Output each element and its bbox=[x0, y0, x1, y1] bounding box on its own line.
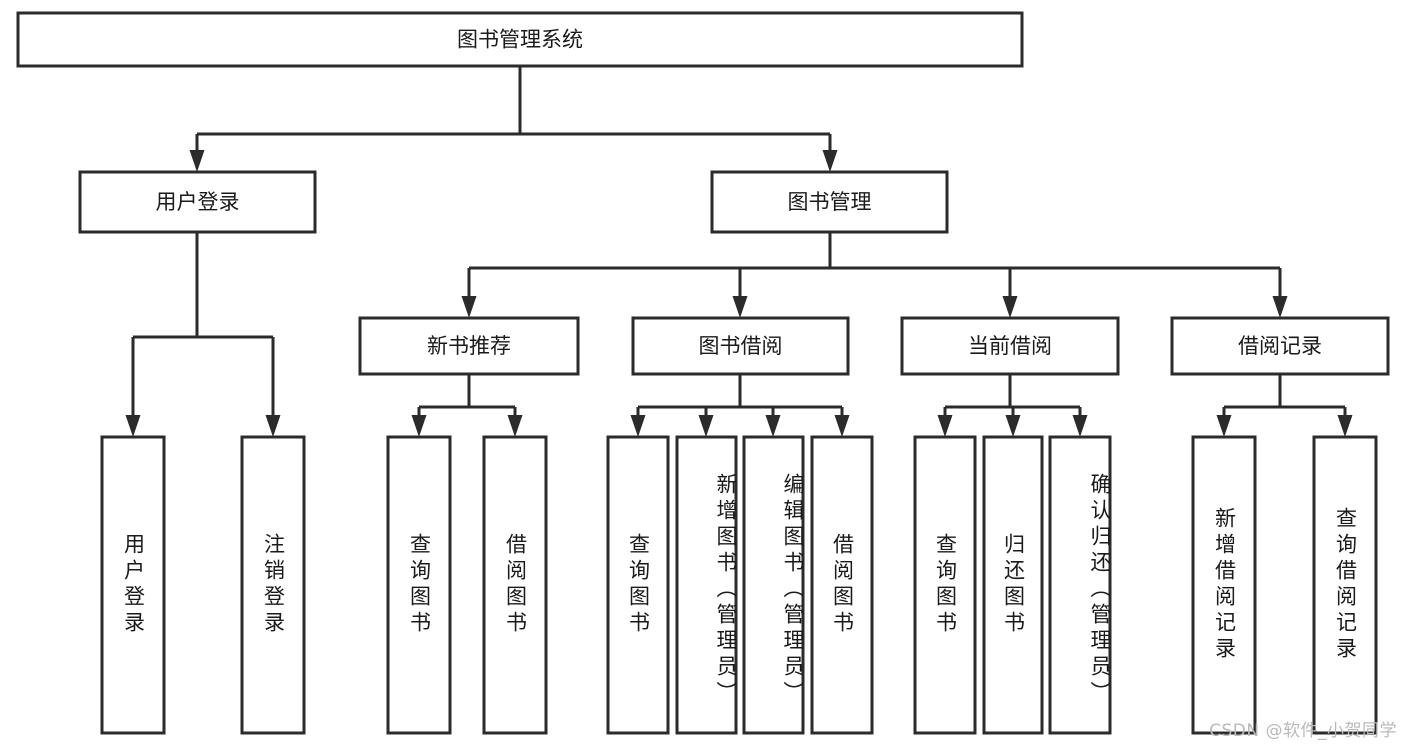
node-new-book-recommend[interactable]: 新书推荐 bbox=[358, 316, 580, 376]
current-borrow-drop-0-arrowhead bbox=[937, 415, 953, 437]
node-leaf-confirm-return-admin[interactable]: 确认归还（管理员） bbox=[1048, 435, 1112, 735]
node-leaf-edit-book-admin-label-wrap: 编辑图书（管理员） bbox=[781, 473, 803, 707]
book-manage-drop-1-arrowhead bbox=[732, 296, 748, 318]
node-leaf-return-book[interactable]: 归还图书 bbox=[982, 435, 1044, 735]
node-leaf-query-book-2-label: 查询图书 bbox=[626, 533, 651, 637]
node-leaf-user-login[interactable]: 用户登录 bbox=[100, 435, 166, 735]
new-book-recommend-drop-1-arrowhead bbox=[507, 415, 523, 437]
node-leaf-edit-book-admin[interactable]: 编辑图书（管理员） bbox=[742, 435, 805, 735]
node-leaf-borrow-book-2-label: 借阅图书 bbox=[830, 533, 855, 637]
book-borrow-drop-3-arrowhead bbox=[834, 415, 850, 437]
new-book-recommend-drop-0-arrowhead bbox=[411, 415, 427, 437]
book-borrow-drop-2-arrowhead bbox=[765, 415, 781, 437]
node-leaf-user-login-label-wrap: 用户登录 bbox=[121, 533, 146, 637]
node-leaf-query-borrow-record-rect[interactable] bbox=[1312, 435, 1378, 735]
node-new-book-recommend-label: 新书推荐 bbox=[427, 334, 511, 358]
node-root-rect[interactable] bbox=[16, 11, 1024, 68]
node-leaf-return-book-rect[interactable] bbox=[982, 435, 1044, 735]
connectors-layer bbox=[125, 66, 1353, 437]
node-borrow-record-rect[interactable] bbox=[1170, 316, 1390, 376]
node-leaf-edit-book-admin-rect[interactable] bbox=[742, 435, 805, 735]
node-leaf-query-borrow-record-label-wrap: 查询借阅记录 bbox=[1333, 507, 1358, 663]
nodes-layer: 图书管理系统用户登录图书管理新书推荐图书借阅当前借阅借阅记录用户登录注销登录查询… bbox=[16, 11, 1390, 735]
node-borrow-record-label: 借阅记录 bbox=[1238, 334, 1322, 358]
current-borrow-drop-1-arrowhead bbox=[1005, 415, 1021, 437]
node-leaf-return-book-label: 归还图书 bbox=[1001, 533, 1026, 637]
node-book-manage[interactable]: 图书管理 bbox=[710, 170, 949, 234]
node-root[interactable]: 图书管理系统 bbox=[16, 11, 1024, 68]
book-manage-drop-0-arrowhead bbox=[461, 296, 477, 318]
user-login-drop-1-arrowhead bbox=[265, 415, 281, 437]
node-leaf-add-borrow-record-rect[interactable] bbox=[1191, 435, 1257, 735]
node-book-manage-rect[interactable] bbox=[710, 170, 949, 234]
node-leaf-user-login-label: 用户登录 bbox=[121, 533, 146, 637]
node-leaf-logout-login-label-wrap: 注销登录 bbox=[261, 533, 286, 637]
node-leaf-query-book-3-label: 查询图书 bbox=[933, 533, 958, 637]
node-borrow-record[interactable]: 借阅记录 bbox=[1170, 316, 1390, 376]
node-leaf-borrow-book-1-label-wrap: 借阅图书 bbox=[503, 533, 528, 637]
node-leaf-query-book-1-label-wrap: 查询图书 bbox=[407, 533, 432, 637]
node-leaf-add-book-admin-label: 新增图书（管理员） bbox=[714, 473, 736, 707]
node-leaf-add-borrow-record-label: 新增借阅记录 bbox=[1212, 507, 1237, 663]
node-leaf-borrow-book-2-label-wrap: 借阅图书 bbox=[830, 533, 855, 637]
root-drop-1-arrowhead bbox=[822, 150, 838, 172]
node-leaf-confirm-return-admin-label: 确认归还（管理员） bbox=[1088, 473, 1110, 707]
node-current-borrow-label: 当前借阅 bbox=[968, 334, 1052, 358]
borrow-record-drop-1-arrowhead bbox=[1337, 415, 1353, 437]
node-leaf-user-login-rect[interactable] bbox=[100, 435, 166, 735]
node-leaf-query-book-1-label: 查询图书 bbox=[407, 533, 432, 637]
node-leaf-borrow-book-1[interactable]: 借阅图书 bbox=[482, 435, 548, 735]
user-login-drop-0-arrowhead bbox=[125, 415, 141, 437]
book-borrow-drop-1-arrowhead bbox=[698, 415, 714, 437]
node-leaf-borrow-book-2[interactable]: 借阅图书 bbox=[810, 435, 874, 735]
node-leaf-query-book-2-rect[interactable] bbox=[606, 435, 670, 735]
borrow-record-drop-0-arrowhead bbox=[1216, 415, 1232, 437]
node-leaf-borrow-book-2-rect[interactable] bbox=[810, 435, 874, 735]
node-user-login[interactable]: 用户登录 bbox=[78, 170, 317, 234]
node-leaf-query-book-2[interactable]: 查询图书 bbox=[606, 435, 670, 735]
node-user-login-label: 用户登录 bbox=[156, 190, 240, 214]
node-leaf-add-book-admin[interactable]: 新增图书（管理员） bbox=[675, 435, 738, 735]
node-leaf-confirm-return-admin-rect[interactable] bbox=[1048, 435, 1112, 735]
node-book-borrow-rect[interactable] bbox=[631, 316, 850, 376]
node-leaf-logout-login[interactable]: 注销登录 bbox=[240, 435, 306, 735]
node-leaf-add-book-admin-rect[interactable] bbox=[675, 435, 738, 735]
node-leaf-query-book-3-label-wrap: 查询图书 bbox=[933, 533, 958, 637]
node-book-borrow[interactable]: 图书借阅 bbox=[631, 316, 850, 376]
node-leaf-add-borrow-record-label-wrap: 新增借阅记录 bbox=[1212, 507, 1237, 663]
node-leaf-query-book-3-rect[interactable] bbox=[913, 435, 977, 735]
node-leaf-logout-login-rect[interactable] bbox=[240, 435, 306, 735]
current-borrow-drop-2-arrowhead bbox=[1072, 415, 1088, 437]
node-leaf-query-book-1-rect[interactable] bbox=[386, 435, 452, 735]
node-leaf-add-borrow-record[interactable]: 新增借阅记录 bbox=[1191, 435, 1257, 735]
node-leaf-borrow-book-1-rect[interactable] bbox=[482, 435, 548, 735]
node-leaf-query-borrow-record[interactable]: 查询借阅记录 bbox=[1312, 435, 1378, 735]
book-manage-drop-3-arrowhead bbox=[1272, 296, 1288, 318]
node-leaf-return-book-label-wrap: 归还图书 bbox=[1001, 533, 1026, 637]
node-new-book-recommend-rect[interactable] bbox=[358, 316, 580, 376]
node-leaf-confirm-return-admin-label-wrap: 确认归还（管理员） bbox=[1088, 473, 1110, 707]
book-manage-drop-2-arrowhead bbox=[1002, 296, 1018, 318]
node-leaf-query-borrow-record-label: 查询借阅记录 bbox=[1333, 507, 1358, 663]
node-leaf-query-book-2-label-wrap: 查询图书 bbox=[626, 533, 651, 637]
node-book-borrow-label: 图书借阅 bbox=[699, 334, 783, 358]
node-book-manage-label: 图书管理 bbox=[788, 190, 872, 214]
root-drop-0-arrowhead bbox=[189, 150, 205, 172]
node-user-login-rect[interactable] bbox=[78, 170, 317, 234]
node-leaf-query-book-1[interactable]: 查询图书 bbox=[386, 435, 452, 735]
node-root-label: 图书管理系统 bbox=[457, 28, 583, 52]
node-current-borrow-rect[interactable] bbox=[900, 316, 1120, 376]
node-leaf-query-book-3[interactable]: 查询图书 bbox=[913, 435, 977, 735]
node-leaf-edit-book-admin-label: 编辑图书（管理员） bbox=[781, 473, 803, 707]
book-borrow-drop-0-arrowhead bbox=[630, 415, 646, 437]
node-leaf-borrow-book-1-label: 借阅图书 bbox=[503, 533, 528, 637]
node-leaf-logout-login-label: 注销登录 bbox=[261, 533, 286, 637]
node-current-borrow[interactable]: 当前借阅 bbox=[900, 316, 1120, 376]
node-leaf-add-book-admin-label-wrap: 新增图书（管理员） bbox=[714, 473, 736, 707]
